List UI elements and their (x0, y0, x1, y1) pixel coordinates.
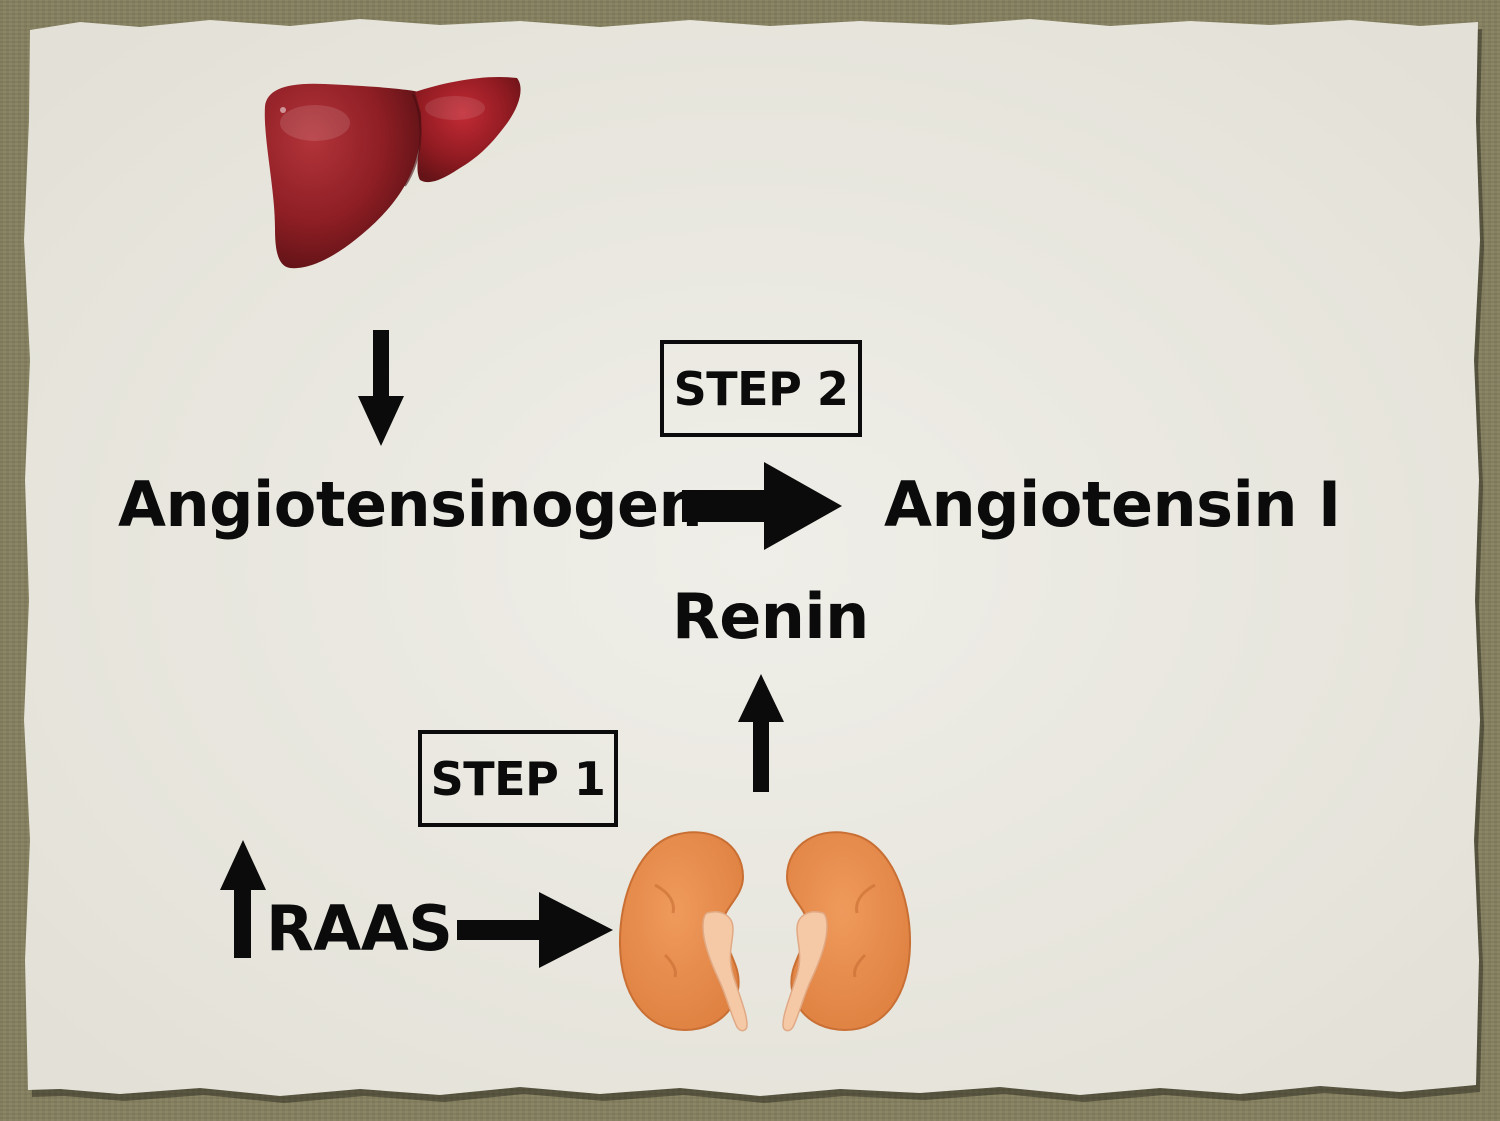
liver-icon (264, 76, 521, 269)
kidneys-icon (618, 831, 912, 1032)
renin-label: Renin (672, 580, 869, 653)
angiotensin-i-label: Angiotensin I (884, 468, 1341, 541)
raas-to-kidney-arrow-icon (457, 892, 613, 968)
down-arrow-icon (358, 330, 404, 446)
step-1-text: STEP 1 (430, 751, 606, 806)
raas-label: RAAS (266, 892, 453, 965)
step-2-label: STEP 2 (660, 340, 862, 437)
up-arrow-icon (738, 674, 784, 792)
angiotensinogen-label: Angiotensinogen (118, 468, 703, 541)
increase-arrow-icon (220, 840, 266, 958)
step-1-label: STEP 1 (418, 730, 618, 827)
step-2-text: STEP 2 (673, 361, 849, 416)
conversion-arrow-icon (682, 462, 842, 550)
